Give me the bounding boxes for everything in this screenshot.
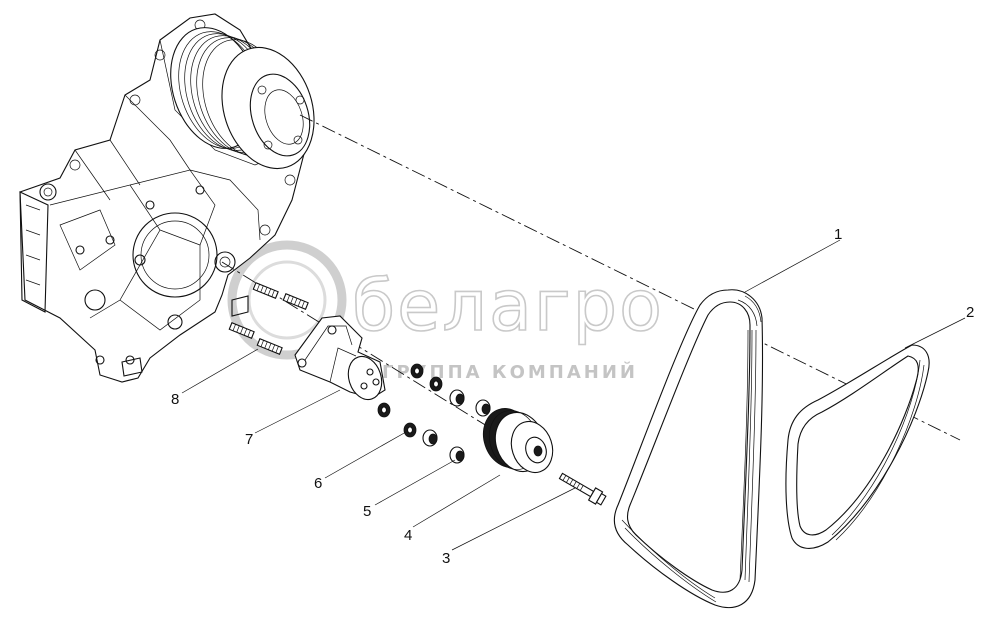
tensioner-bracket [294, 315, 386, 401]
callout-6: 6 [314, 475, 322, 492]
callout-1: 1 [834, 226, 842, 243]
callout-labels: 1 2 3 4 5 6 7 8 [171, 226, 974, 567]
studs [228, 282, 309, 355]
callout-8: 8 [171, 391, 179, 408]
callout-4: 4 [404, 527, 412, 544]
callout-5: 5 [363, 503, 371, 520]
callout-2: 2 [966, 304, 974, 321]
drive-belt-large [613, 289, 764, 609]
callout-3: 3 [442, 550, 450, 567]
leader-lines [181, 239, 966, 551]
pulley-bolt [558, 472, 607, 506]
washers [377, 363, 443, 438]
crankshaft-pulley [170, 27, 315, 170]
watermark-brand: белагро [352, 265, 664, 347]
nuts [422, 389, 491, 464]
watermark-tagline: ГРУППА КОМПАНИЙ [382, 361, 638, 383]
watermark: белагро ГРУППА КОМПАНИЙ [227, 240, 664, 383]
drive-belt-small [785, 344, 930, 549]
callout-7: 7 [245, 431, 253, 448]
idler-pulley [482, 408, 554, 474]
